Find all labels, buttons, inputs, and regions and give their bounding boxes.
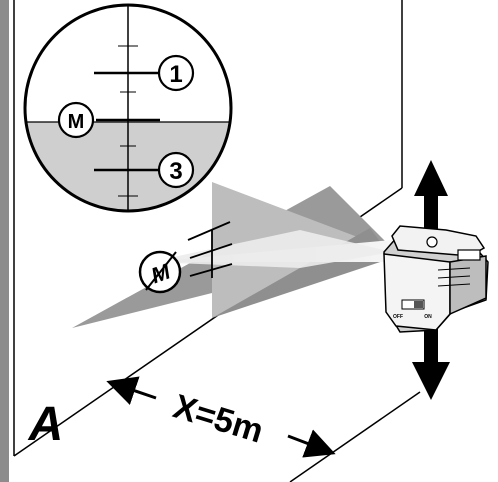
beam-light-cone (150, 230, 392, 268)
device-top-handle (391, 225, 486, 257)
device-bubble-vial (426, 236, 438, 248)
wall-edge (0, 0, 9, 482)
callout-1-circle (157, 54, 195, 92)
arrow-down-icon (412, 318, 450, 400)
switch-on-label: ON (424, 314, 432, 320)
distance-arrow-right (287, 429, 336, 458)
distance-label: X=5m (169, 387, 268, 450)
power-switch-knob (414, 301, 423, 308)
laser-window-top (457, 249, 481, 261)
beam-marker-strike (145, 251, 177, 291)
callout-1-label: 1 (169, 61, 182, 88)
laser-level-device: OFF ON (383, 160, 489, 400)
callout-3-label: 3 (169, 158, 182, 185)
distance-dimension: X=5m (106, 376, 336, 458)
lens-top-half (25, 5, 231, 122)
distance-arrow-left (106, 376, 157, 405)
device-slot-3 (437, 283, 471, 287)
switch-off-label: OFF (393, 314, 403, 320)
arrow-up-icon (414, 160, 448, 242)
floor-line-right (289, 391, 421, 482)
beam-tick-2 (189, 243, 233, 259)
callout-m-circle (57, 101, 95, 139)
beam-tick-3 (189, 263, 233, 277)
lens-rim (23, 3, 233, 213)
wall-label: A (28, 398, 64, 451)
device-slot-2 (437, 275, 471, 279)
callout-3-circle (157, 151, 195, 189)
laser-beams (72, 182, 392, 328)
device-slot-1 (437, 267, 471, 271)
magnifier-lens: 1 M 3 (23, 3, 233, 213)
beam-tick-1 (187, 221, 231, 241)
power-switch (401, 299, 425, 310)
beam-marker: M (138, 250, 182, 294)
callout-m-label: M (68, 111, 85, 133)
